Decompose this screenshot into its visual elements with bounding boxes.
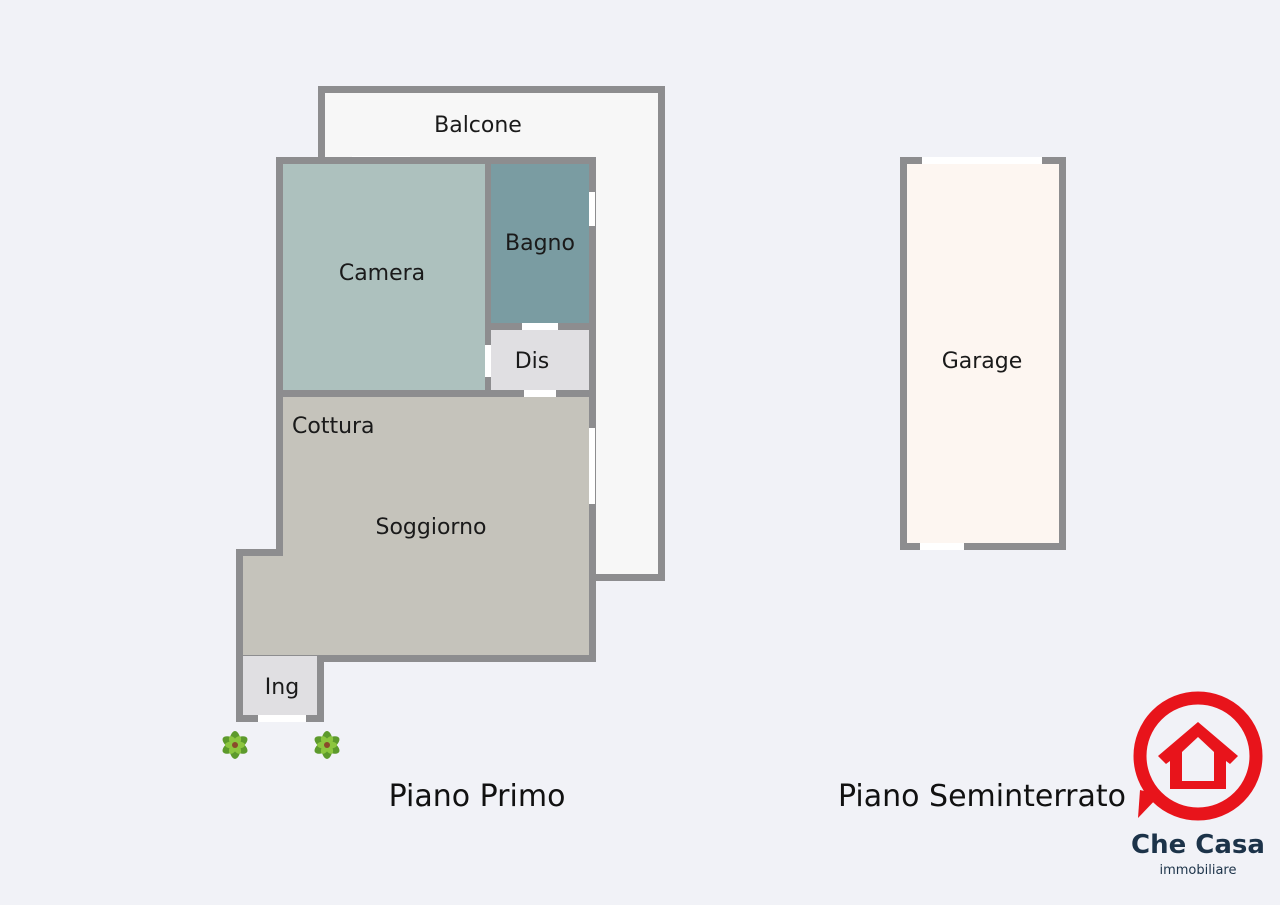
room-label-bagno: Bagno	[505, 231, 575, 256]
room-label-cottura: Cottura	[292, 414, 375, 439]
room-bagno	[491, 164, 589, 323]
room-label-ing: Ing	[265, 675, 299, 700]
room-label-dis: Dis	[515, 349, 550, 374]
room-camera	[283, 164, 485, 390]
plant-icon	[314, 731, 340, 759]
logo-brand: Che Casa	[1131, 830, 1265, 860]
room-label-soggiorno: Soggiorno	[376, 515, 487, 540]
room-dis	[491, 330, 589, 390]
che-casa-logo: Che Casa immobiliare	[1131, 691, 1265, 878]
room-label-garage: Garage	[942, 349, 1023, 374]
room-label-balcone: Balcone	[434, 113, 522, 138]
floor-caption-seminterrato: Piano Seminterrato	[838, 779, 1126, 814]
apartment-walls	[236, 157, 596, 722]
room-garage	[900, 157, 1066, 550]
floor-caption-primo: Piano Primo	[389, 779, 566, 814]
logo-tagline: immobiliare	[1159, 863, 1236, 878]
room-ing	[243, 656, 317, 715]
plant-icon	[222, 731, 248, 759]
room-label-camera: Camera	[339, 261, 425, 286]
room-soggiorno	[243, 397, 589, 655]
